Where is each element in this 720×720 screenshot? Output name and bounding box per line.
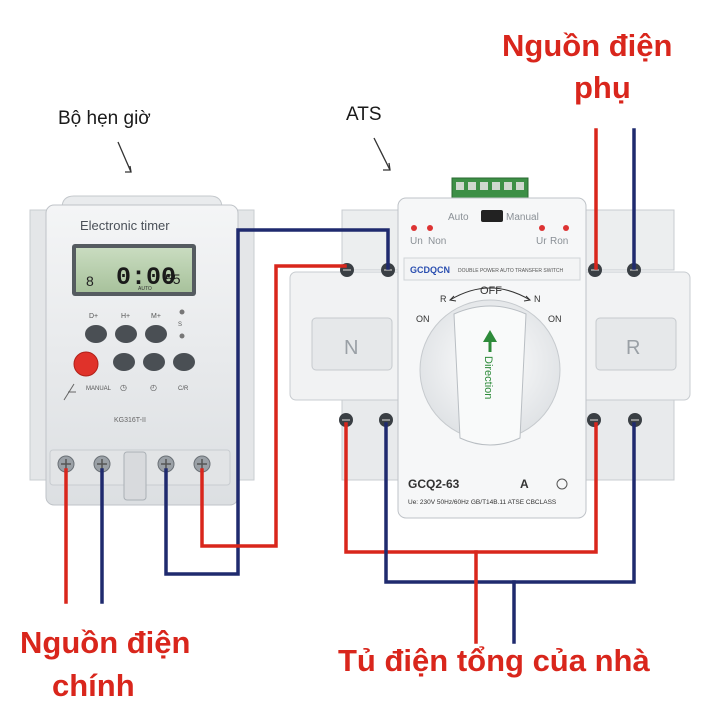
wire-timer-to-ats-live <box>200 264 347 548</box>
ats-terminal-r-top-right <box>627 263 641 277</box>
timer-indicator-led-2 <box>179 333 185 339</box>
timer-cancel-button[interactable] <box>173 353 195 371</box>
timer-btn-h-label: H+ <box>121 313 130 320</box>
timer-lcd-day: 8 <box>86 273 94 289</box>
ats-direction-label: Direction <box>482 356 494 399</box>
ats-n-right-label: N <box>534 294 541 304</box>
aux-source-caption-line1: Nguồn điện <box>502 28 673 63</box>
ats-r-side-label: R <box>626 337 640 359</box>
timer-btn-m-label: M+ <box>151 313 161 320</box>
ats-terminal-r-top-left <box>588 263 602 277</box>
ats-subtitle: DOUBLE POWER AUTO TRANSFER SWITCH <box>458 268 563 274</box>
ats-n-side-panel <box>311 317 393 371</box>
ats-terminal-n-top-right <box>381 263 395 277</box>
main-panel-caption: Tủ điện tổng của nhà <box>338 643 650 678</box>
ats-auto-label: Auto <box>448 212 469 223</box>
timer-btn-d-label: D+ <box>89 313 98 320</box>
ats-caption: ATS <box>346 104 382 125</box>
ats-pointer-arrow <box>373 137 391 171</box>
ats-cert-icon <box>556 478 568 490</box>
ats-terminal-r-bottom-left <box>587 413 601 427</box>
wire-timer-to-ats-neutral <box>164 228 390 576</box>
ats-non-label: Non <box>428 236 446 247</box>
timer-lcd-time: 0:00 <box>116 263 176 292</box>
ats-non-led <box>427 225 433 231</box>
ats-on-left-label: ON <box>416 314 430 324</box>
ats-ron-label: Ron <box>550 236 568 247</box>
timer-lcd-screen <box>76 248 192 292</box>
ats-ron-led <box>563 225 569 231</box>
ats-manual-label: Manual <box>506 212 539 223</box>
ats-n-side-label: N <box>344 337 358 359</box>
timer-title: Electronic timer <box>80 218 170 233</box>
timer-minute-button[interactable] <box>145 325 167 343</box>
aux-source-caption-line2: phụ <box>574 70 631 105</box>
ats-arrow-right-icon <box>523 295 532 302</box>
timer-model: KG316T-II <box>114 417 146 424</box>
ats-arrow-left-icon <box>448 295 457 302</box>
ats-on-right-label: ON <box>548 314 562 324</box>
timer-caption: Bộ hẹn giờ <box>58 108 151 129</box>
timer-timer-button[interactable] <box>143 353 165 371</box>
timer-pointer-arrow <box>117 141 132 173</box>
timer-hand-icon <box>63 383 76 401</box>
timer-terminal-3 <box>157 455 175 473</box>
ats-knob-handle[interactable] <box>453 305 527 446</box>
ats-brand: GCDQCN <box>410 265 450 275</box>
ats-ur-label: Ur <box>536 236 547 247</box>
ats-off-label: OFF <box>480 285 502 297</box>
timer-indicator-led <box>179 309 185 315</box>
ats-dial-arc <box>449 287 531 301</box>
ats-terminal-r-bottom-right <box>628 413 642 427</box>
ats-model-tail: A <box>520 477 529 491</box>
main-source-caption-line1: Nguồn điện <box>20 625 191 660</box>
ats-spec: Ue: 230V 50Hz/60Hz GB/T14B.11 ATSE CBCLA… <box>408 499 557 506</box>
timer-lcd-seconds: 55 <box>165 271 181 287</box>
timer-din-clip <box>123 451 147 501</box>
timer-manual-button[interactable] <box>73 351 99 377</box>
timer-manual-label: MANUAL <box>86 386 112 392</box>
timer-btn-s-label: S <box>178 322 182 328</box>
ats-direction-arrow-icon <box>483 330 497 342</box>
timer-clock-button[interactable] <box>113 353 135 371</box>
ats-r-side-panel <box>595 317 677 371</box>
ats-un-label: Un <box>410 236 423 247</box>
timer-hour-button[interactable] <box>115 325 137 343</box>
timer-clock-icon: ◷ <box>120 383 127 392</box>
ats-r-left-label: R <box>440 294 447 304</box>
ats-un-led <box>411 225 417 231</box>
main-source-caption-line2: chính <box>52 668 135 703</box>
electronic-timer: Electronic timer 8 0:00 55 AUTO D+ H+ M+… <box>29 195 255 506</box>
timer-day-button[interactable] <box>85 325 107 343</box>
ats-terminal-n-bottom-left <box>339 413 353 427</box>
timer-terminal-1 <box>57 455 75 473</box>
timer-lcd-auto: AUTO <box>138 286 152 292</box>
wire-output-neutral-bus <box>384 422 636 584</box>
timer-alarm-icon: ◴ <box>150 383 157 392</box>
ats-auto-manual-switch[interactable] <box>481 210 503 222</box>
timer-cd-label: C/R <box>178 386 189 392</box>
ats-model: GCQ2-63 <box>408 477 460 491</box>
wire-output-live-bus <box>344 422 598 554</box>
ats-ur-led <box>539 225 545 231</box>
ats-terminal-n-bottom-right <box>379 413 393 427</box>
automatic-transfer-switch: N R Auto Manual Un Non Ur Ron GCDQCN DOU… <box>289 177 691 519</box>
